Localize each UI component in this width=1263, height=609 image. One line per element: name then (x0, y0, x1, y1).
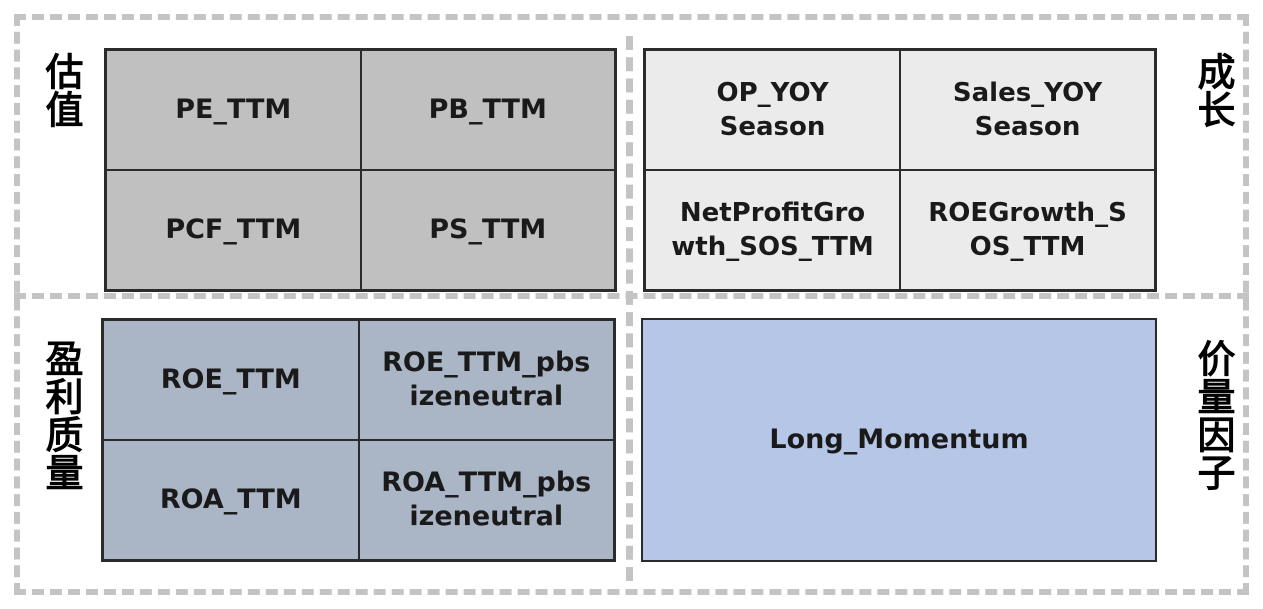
profit-quality-label: 盈利质量 (39, 339, 83, 491)
factor-cell-op-yoy-season: OP_YOY Season (645, 50, 900, 170)
valuation-label: 估值 (39, 52, 83, 128)
factor-cell-roa-ttm-pbsizeneutral: ROA_TTM_pbs izeneutral (358, 440, 614, 560)
factor-cell-sales-yoy-season: Sales_YOY Season (900, 50, 1155, 170)
valuation-factor-grid: PE_TTM PB_TTM PCF_TTM PS_TTM (104, 48, 617, 292)
factor-cell-roe-ttm-pbsizeneutral: ROE_TTM_pbs izeneutral (358, 320, 614, 440)
growth-label: 成长 (1191, 52, 1235, 128)
factor-cell-pcf-ttm: PCF_TTM (106, 170, 361, 290)
price-volume-factor-grid: Long_Momentum (641, 318, 1157, 562)
factor-cell-pb-ttm: PB_TTM (360, 50, 615, 170)
factor-cell-pe-ttm: PE_TTM (106, 50, 361, 170)
price-volume-factor-label: 价量因子 (1191, 339, 1235, 491)
factor-cell-ps-ttm: PS_TTM (360, 170, 615, 290)
profit-quality-factor-grid: ROE_TTM ROE_TTM_pbs izeneutral ROA_TTM R… (101, 318, 616, 562)
outer-dashed-border (14, 14, 1249, 595)
factor-cell-long-momentum: Long_Momentum (643, 320, 1155, 560)
vertical-dashed-divider (626, 36, 633, 581)
factor-cell-roegrowth-sos-ttm: ROEGrowth_S OS_TTM (900, 170, 1155, 290)
factor-cell-roa-ttm: ROA_TTM (103, 440, 359, 560)
factor-cell-netprofitgrowth-sos-ttm: NetProfitGro wth_SOS_TTM (645, 170, 900, 290)
growth-factor-grid: OP_YOY Season Sales_YOY Season NetProfit… (643, 48, 1157, 292)
factor-cell-roe-ttm: ROE_TTM (103, 320, 359, 440)
